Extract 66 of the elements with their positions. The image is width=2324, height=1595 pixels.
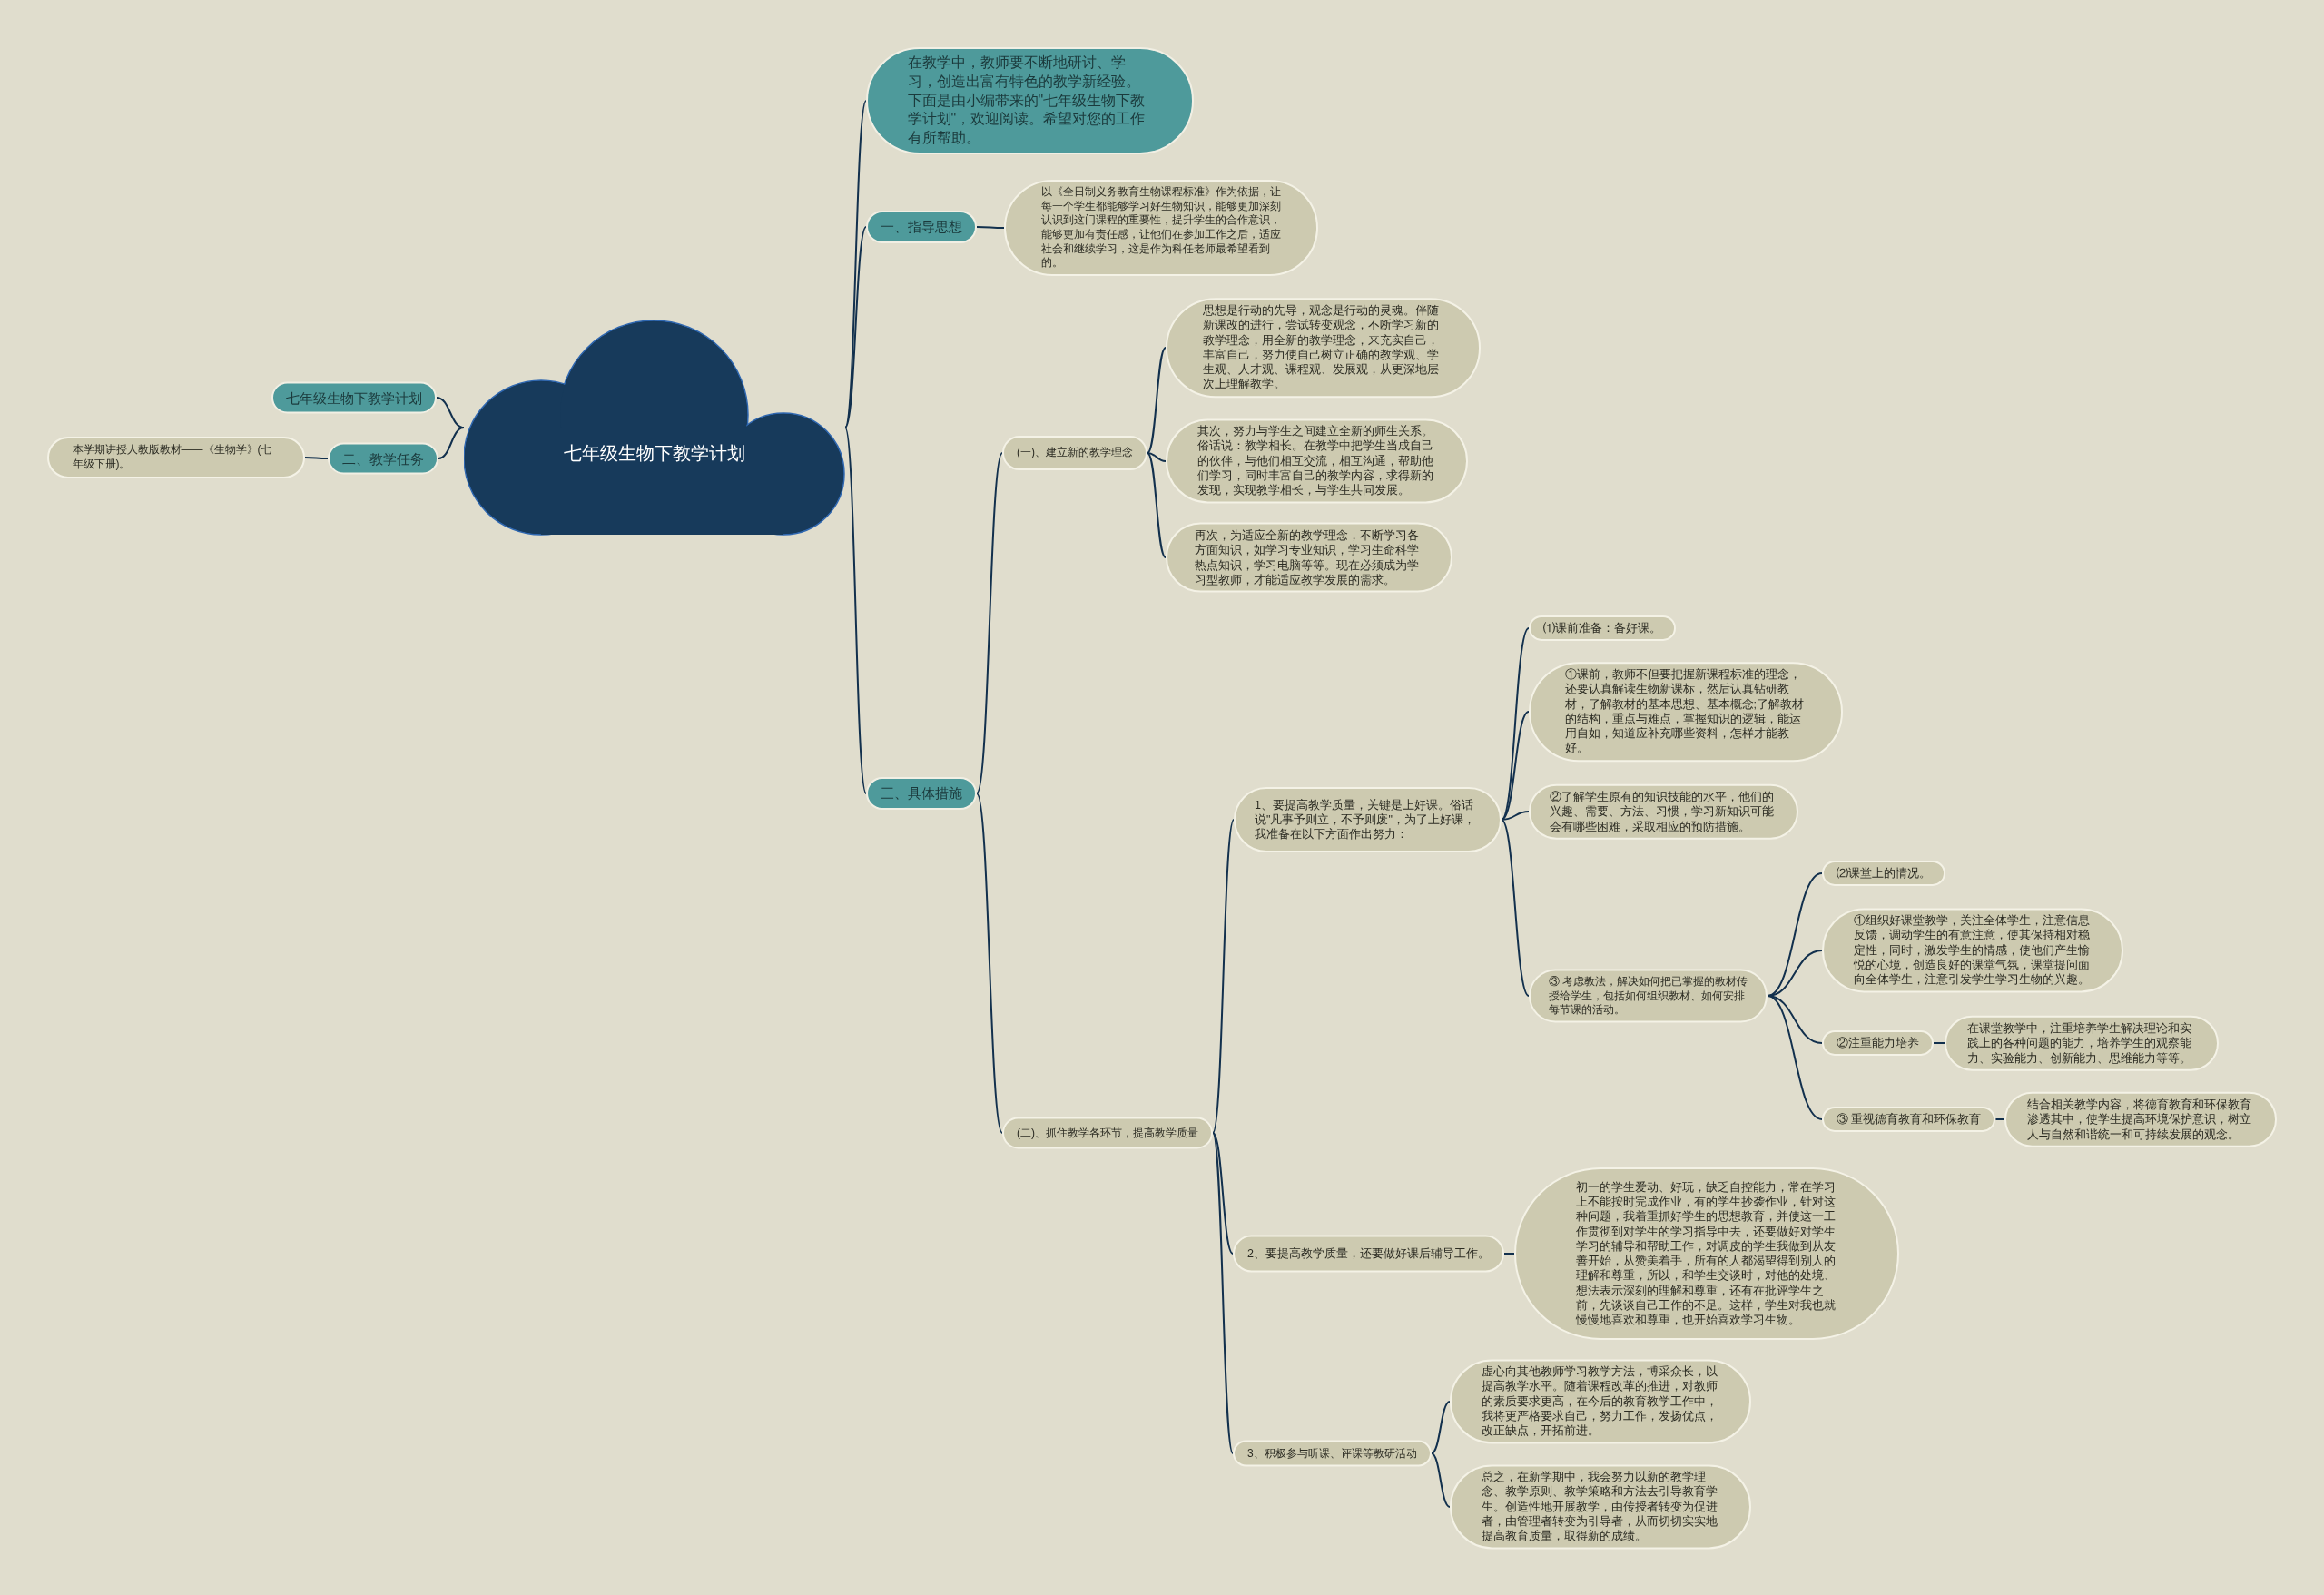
topic-text: 思想是行动的先导，观念是行动的灵魂。伴随新课改的进行，尝试转变观念，不断学习新的教学理念，用全新的教学理念，来充实自己，丰富自己，努力使自己树立正确的教学观、学生观、人才观、课程观、发展观，从更深地层次上理解教学。 [1203,303,1440,392]
connector-line [1147,347,1167,454]
topic-text: ⑴课前准备：备好课。 [1543,620,1661,636]
topic-text: ①课前，教师不但要把握新课程标准的理念，还要认真解读生物新课标，然后认真钻研教材，了解教材的基本思想、基本概念;了解教材的结构，重点与难点，掌握知识的逻辑，能运用自如，知道应补充哪些资料，怎样才能教好。 [1564,667,1805,756]
connector-line [976,452,1003,794]
topic-text: 三、具体措施 [881,784,962,802]
topic-text: 一、指导思想 [881,218,962,236]
topic-text: 初一的学生爱动、好玩，缺乏自控能力，常在学习上不能按时完成作业，有的学生抄袭作业，针对这种问题，我着重抓好学生的思想教育，并使这一工作贯彻到对学生的学习指导中去，还要做好对学生学习的辅导和帮助工作，对调皮的学生我做到从友善开始，从赞美着手，所有的人都渴望得到别人的理解和尊重，所以，和学生交谈时，对他的处境、想法表示深刻的理解和尊重，还有在批评学生之前，先谈谈自己工作的不足。这样，学生对我也就慢慢地喜欢和尊重，也开始喜欢学习生物。 [1576,1179,1837,1328]
topic-text: 3、积极参与听课、评课等教研活动 [1247,1446,1417,1461]
topic-text: 七年级生物下教学计划 [286,389,422,407]
connector-line [1501,811,1530,821]
topic-text: 结合相关教学内容，将德育教育和环保教育渗透其中，使学生提高环境保护意识，树立人与自然和谐统一和可持续发展的观念。 [2026,1097,2252,1142]
connector-line [1212,819,1235,1134]
connector-line [1994,1118,2005,1120]
topic-text: ⑵课堂上的情况。 [1837,865,1931,881]
connector-line [1767,995,1823,1120]
subtopic-node [1822,1029,1934,1057]
subtopic-node [1233,1440,1432,1467]
connector-line [1212,1132,1234,1255]
topic-text: 本学期讲授人教版教材——《生物学》(七年级下册)。 [72,443,273,472]
topic-text: ②注重能力培养 [1837,1035,1919,1051]
central-topic-text: 七年级生物下教学计划 [564,442,745,465]
topic-text: 其次，努力与学生之间建立全新的师生关系。俗话说：教学相长。在教学中把学生当成自己的伙伴，与他们相互交流，相互沟通，帮助他们学习，同时丰富自己的教学内容，求得新的发现，实现教学相长，与学生共同发展。 [1197,424,1434,498]
topic-node [866,777,977,810]
connector-line [1501,819,1530,997]
topic-text: ③ 重视德育教育和环保教育 [1837,1111,1982,1127]
connector-line [976,226,1005,229]
connector-line [844,427,867,794]
connector-line [1147,452,1167,462]
connector-line [1933,1042,1945,1044]
topic-text: 在课堂教学中，注重培养学生解决理论和实践上的各种问题的能力，培养学生的观察能力、实验能力、创新能力、思维能力等等。 [1966,1020,2192,1066]
connector-line [844,100,867,428]
topic-text: ②了解学生原有的知识技能的水平，他们的兴趣、需要、方法、习惯，学习新知识可能会有哪些困难，采取相应的预防措施。 [1550,789,1775,834]
topic-text: 虚心向其他教师学习教学方法，博采众长，以提高教学水平。随着课程改革的推进，对教师的素质要求更高，在今后的教育教学工作中，我将更严格要求自己，努力工作，发扬优点，改正缺点，开拓前进。 [1482,1364,1718,1439]
connector-line [1212,1132,1234,1454]
subtopic-node [1002,436,1147,470]
topic-text: (二)、抓住教学各环节，提高教学质量 [1017,1126,1198,1140]
connector-line [976,793,1003,1134]
connector-line [1502,1253,1515,1255]
topic-text: 在教学中，教师要不断地研讨、学习，创造出富有特色的教学新经验。下面是由小编带来的"七年级生物下教学计划"，欢迎阅读。希望对您的工作有所帮助。 [907,54,1147,148]
topic-text: 1、要提高教学质量，关键是上好课。俗话说"凡事予则立，不予则废"，为了上好课，我准备在以下方面作出努力： [1255,797,1476,842]
connector-line [1501,711,1530,821]
connector-line [1430,1401,1451,1454]
topic-node [271,381,437,414]
topic-text: 再次，为适应全新的教学理念，不断学习各方面知识，如学习专业知识，学习生命科学热点知识，学习电脑等等。现在必须成为学习型教师，才能适应教学发展的需求。 [1195,527,1420,587]
topic-text: ③ 考虑教法，解决如何把已掌握的教材传授给学生，包括如何组织教材、如何安排每节课的活动。 [1548,974,1748,1018]
topic-text: 2、要提高教学质量，还要做好课后辅导工作。 [1247,1245,1490,1262]
topic-text: 以《全日制义务教育生物课程标准》作为依据，让每一个学生都能够学习好生物知识，能够更加深刻认识到这门课程的重要性，提升学生的合作意识，能够更加有责任感，让他们在参加工作之后，适应社会和继续学习，这是作为科任老师最希望看到的。 [1041,185,1281,271]
connector-line [438,427,465,459]
subtopic-node [47,437,305,478]
topic-text: ①组织好课堂教学，关注全体学生，注意信息反馈，调动学生的有意注意，使其保持相对稳定性，同时，激发学生的情感，使他们产生愉悦的心境，创造良好的课堂气氛，课堂提问面向全体学生，注意引发学生学习生物的兴趣。 [1854,913,2091,988]
topic-node [328,442,438,475]
connector-line [844,226,867,428]
connector-line [1147,452,1167,558]
subtopic-node [1233,1235,1504,1273]
topic-node [866,211,977,243]
subtopic-node [1529,615,1676,642]
subtopic-node [1002,1117,1213,1149]
topic-text: 二、教学任务 [342,449,424,468]
connector-line [304,457,329,459]
subtopic-node [1822,1106,1996,1133]
topic-text: (一)、建立新的教学理念 [1017,446,1133,460]
subtopic-node [1822,860,1945,887]
topic-text: 总之，在新学期中，我会努力以新的教学理念、教学原则、教学策略和方法去引导教育学生。创造性地开展教学，由传授者转变为促进者，由管理者转变为引导者，从而切切实实地提高教育质量，取得新的成绩。 [1482,1470,1718,1544]
subtopic-node [1234,787,1502,852]
connector-line [1430,1452,1451,1508]
